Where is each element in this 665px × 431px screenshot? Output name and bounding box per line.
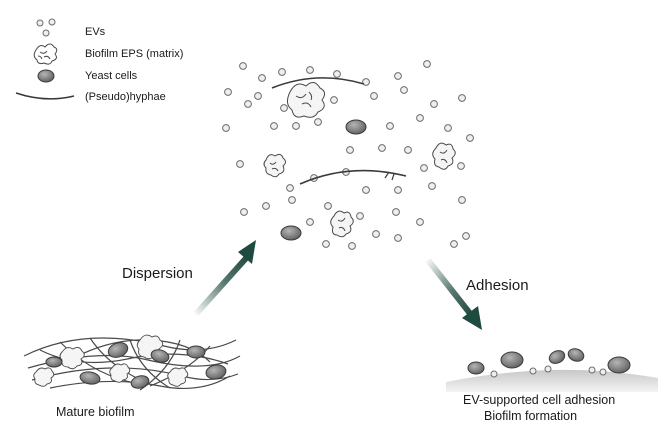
ev-particle xyxy=(239,62,247,70)
ev-particle xyxy=(444,124,452,132)
ev-particle xyxy=(416,218,424,226)
ev-particle xyxy=(430,100,438,108)
mature-biofilm-label: Mature biofilm xyxy=(56,405,135,419)
ev-particle xyxy=(330,96,338,104)
yeast-cell xyxy=(345,119,367,135)
adhesion-label: Adhesion xyxy=(466,277,529,294)
ev-particle xyxy=(466,134,474,142)
legend-eps-label: Biofilm EPS (matrix) xyxy=(85,48,183,60)
ev-particle xyxy=(428,182,436,190)
ev-particle xyxy=(404,146,412,154)
legend-yeast-icon xyxy=(37,69,55,83)
ev-particle xyxy=(244,100,252,108)
eps-clump-right xyxy=(432,142,456,170)
ev-particle xyxy=(362,186,370,194)
ev-particle xyxy=(262,202,270,210)
legend-hyphae-label: (Pseudo)hyphae xyxy=(85,91,166,103)
eps-clump-lower xyxy=(330,210,354,238)
ev-particle xyxy=(322,240,330,248)
eps-clump-upper xyxy=(286,82,326,118)
legend-evs-label: EVs xyxy=(85,26,106,38)
eps-clump-left xyxy=(263,153,286,178)
legend-yeast-label: Yeast cells xyxy=(85,70,138,82)
ev-particle xyxy=(458,94,466,102)
ev-particle xyxy=(372,230,380,238)
ev-particle xyxy=(314,118,322,126)
ev-particle xyxy=(288,196,296,204)
ev-particle xyxy=(420,164,428,172)
ev-particle xyxy=(392,208,400,216)
adhesion-caption-line2: Biofilm formation xyxy=(484,409,577,423)
ev-particle xyxy=(362,78,370,86)
ev-particle xyxy=(222,124,230,132)
legend: EVs Biofilm EPS (matrix) Yeast cells (Ps… xyxy=(15,18,183,103)
ev-particle xyxy=(394,72,402,80)
ev-particle xyxy=(346,146,354,154)
ev-particle xyxy=(286,184,294,192)
hypha-upper xyxy=(271,77,365,89)
ev-particle xyxy=(458,196,466,204)
legend-ev-icon xyxy=(36,18,56,37)
ev-particle xyxy=(292,122,300,130)
ev-particle xyxy=(333,70,341,78)
dispersion-label: Dispersion xyxy=(122,265,193,282)
ev-particle xyxy=(370,92,378,100)
adhesion-arrow xyxy=(425,258,482,330)
ev-particle xyxy=(254,92,262,100)
ev-particle xyxy=(270,122,278,130)
ev-particle xyxy=(258,74,266,82)
ev-particle xyxy=(236,160,244,168)
legend-hyphae-icon xyxy=(15,92,75,100)
ev-particle xyxy=(240,208,248,216)
adhesion-caption-line1: EV-supported cell adhesion xyxy=(463,393,615,407)
hypha-middle xyxy=(299,169,407,185)
ev-particle xyxy=(450,240,458,248)
ev-particle xyxy=(423,60,431,68)
ev-particle xyxy=(416,114,424,122)
mature-biofilm-illustration xyxy=(23,334,241,391)
ev-particle xyxy=(394,234,402,242)
adhesion-surface-illustration xyxy=(446,348,658,392)
yeast-cell xyxy=(280,225,302,241)
dispersion-arrow xyxy=(193,240,256,317)
ev-particle xyxy=(400,86,408,94)
ev-particle xyxy=(306,218,314,226)
dispersed-cloud xyxy=(222,60,474,250)
ev-particle xyxy=(324,202,332,210)
ev-particle xyxy=(394,186,402,194)
ev-particle xyxy=(386,122,394,130)
ev-particle xyxy=(457,162,465,170)
ev-particle xyxy=(356,212,364,220)
substrate-surface xyxy=(446,369,658,392)
ev-particle xyxy=(348,242,356,250)
ev-particle xyxy=(462,232,470,240)
legend-eps-icon xyxy=(33,43,58,65)
ev-cloud xyxy=(222,60,474,250)
ev-particle xyxy=(224,88,232,96)
ev-particle xyxy=(280,104,288,112)
ev-particle xyxy=(306,66,314,74)
ev-particle xyxy=(278,68,286,76)
ev-particle xyxy=(378,144,386,152)
